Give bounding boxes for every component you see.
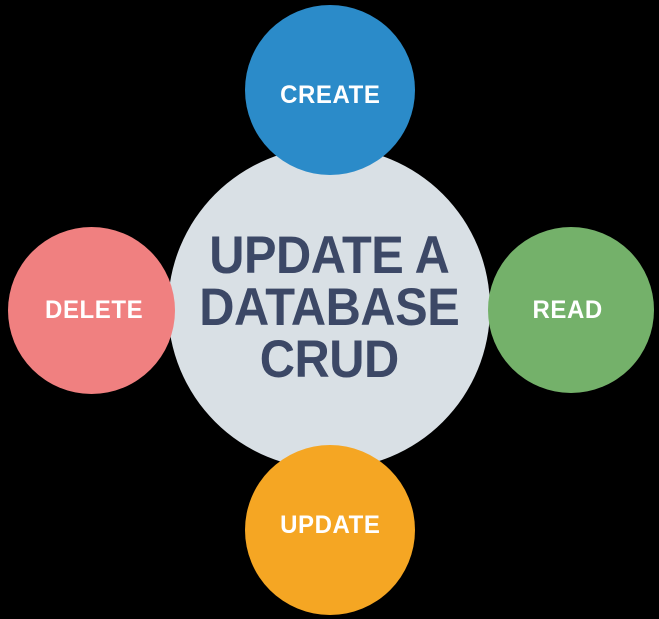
center-hub-line-3: CRUD bbox=[259, 329, 399, 389]
center-hub-line-2: DATABASE bbox=[199, 278, 459, 338]
node-create[interactable]: CREATE bbox=[245, 5, 415, 175]
node-read-label: READ bbox=[532, 295, 604, 324]
node-delete-label: DELETE bbox=[45, 296, 144, 324]
node-update[interactable]: UPDATE bbox=[245, 445, 415, 615]
node-read[interactable]: READ bbox=[488, 227, 654, 393]
node-update-label: UPDATE bbox=[279, 510, 381, 539]
center-hub[interactable]: UPDATE A DATABASE CRUD bbox=[168, 147, 490, 469]
center-hub-line-1: UPDATE A bbox=[208, 226, 450, 286]
node-create-label: CREATE bbox=[279, 80, 381, 109]
center-hub-text: UPDATE A DATABASE CRUD bbox=[199, 226, 459, 389]
node-delete[interactable]: DELETE bbox=[8, 227, 175, 394]
